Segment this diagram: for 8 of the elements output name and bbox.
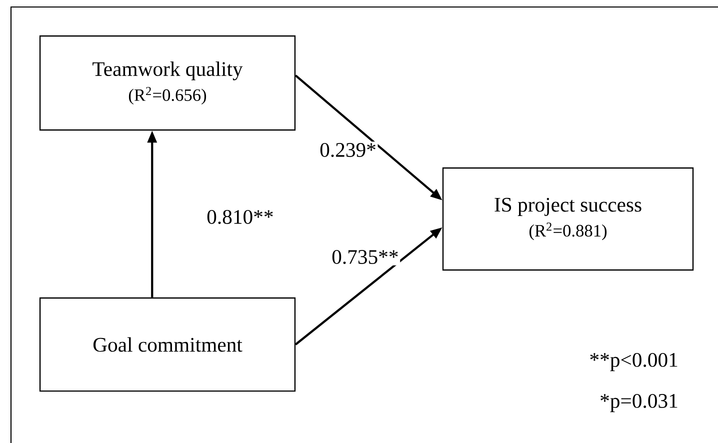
variable-box: IS project success (R$^{2}$=0.881) [442, 167, 694, 271]
note: **p<0.001 [590, 352, 678, 372]
variable-box: Teamwork quality (R$^{2}$=0.656) [39, 35, 296, 131]
edge-label: 0.810** [205, 208, 276, 226]
edge-label: 0.239* [318, 142, 378, 158]
note: *p=0.031 [600, 394, 678, 412]
variable-box: Goal commitment [39, 297, 296, 392]
edge-label: 0.735** [330, 248, 400, 266]
